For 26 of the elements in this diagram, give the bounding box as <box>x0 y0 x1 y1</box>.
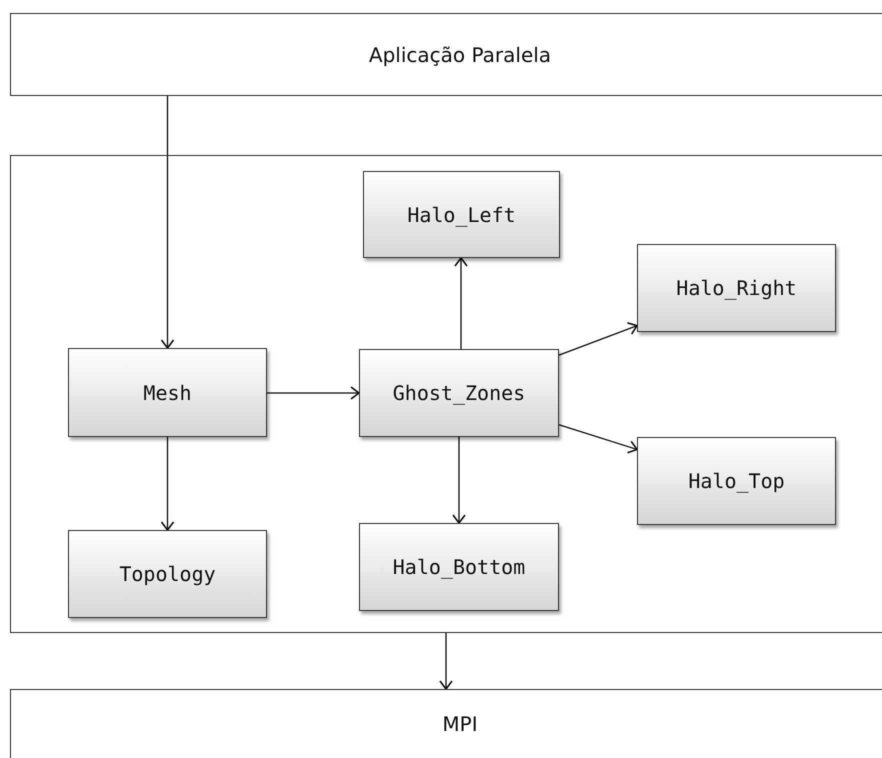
class-box <box>363 171 560 258</box>
class-box <box>637 244 836 332</box>
arrow <box>454 257 468 349</box>
node-label: Halo_Bottom <box>392 555 526 579</box>
node-label: MPI <box>442 712 478 736</box>
arrow <box>558 424 638 454</box>
class-box <box>359 349 559 437</box>
node-label: Mesh <box>143 380 192 404</box>
arrow <box>160 437 174 531</box>
arrow <box>558 322 638 356</box>
class-box <box>359 523 559 611</box>
arrow <box>439 633 453 690</box>
class-box <box>68 530 267 618</box>
class-box <box>637 437 836 525</box>
class-box <box>68 348 267 437</box>
arrow <box>452 437 466 524</box>
node-label: Ghost_Zones <box>392 381 526 405</box>
node-label: Topology <box>119 562 216 586</box>
node-label: Halo_Right <box>676 276 797 300</box>
top-box <box>10 13 882 96</box>
container-box <box>10 155 882 633</box>
node-label: Aplicação Paralela <box>368 42 552 66</box>
arrow <box>267 386 360 400</box>
arrow <box>160 96 174 349</box>
node-label: Halo_Left <box>407 202 516 226</box>
node-label: Halo_Top <box>688 469 785 493</box>
